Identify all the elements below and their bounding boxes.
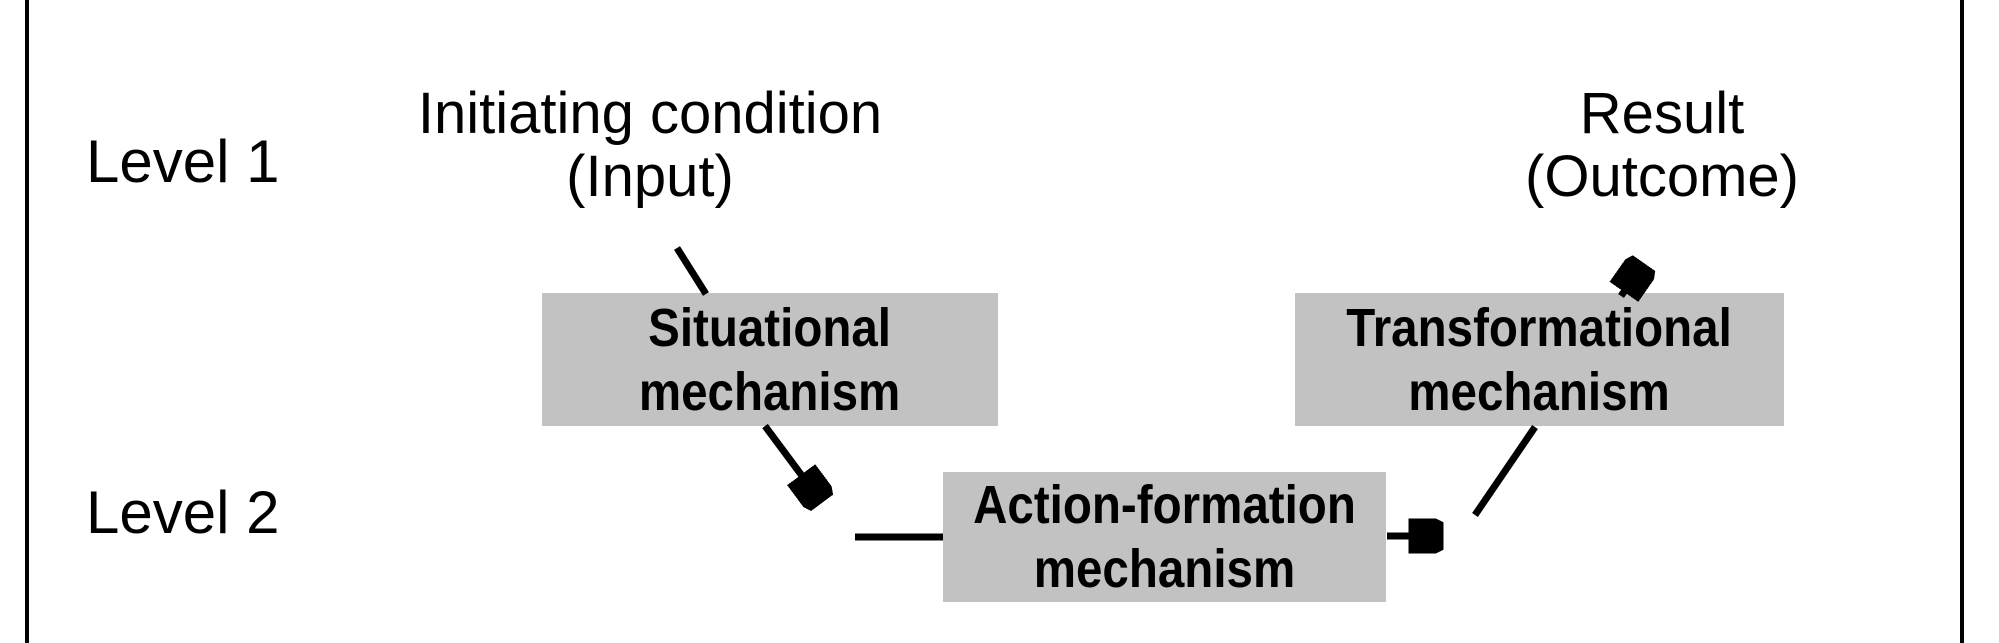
arrow-transformational-to-result xyxy=(1621,266,1642,296)
situational-line2: mechanism xyxy=(639,361,901,422)
line-to-transformational xyxy=(1472,425,1538,517)
transformational-line2: mechanism xyxy=(1408,361,1671,422)
result-line1: Result xyxy=(1579,81,1745,146)
situational-line1: Situational xyxy=(648,297,892,358)
result-outcome-label: Result (Outcome) xyxy=(1362,82,1962,208)
line-input-to-situational xyxy=(674,246,709,296)
arrow-situational-to-level2 xyxy=(762,423,820,500)
transformational-mechanism-box: Transformational mechanism xyxy=(1295,293,1784,426)
transformational-line1: Transformational xyxy=(1346,297,1733,358)
initiating-condition-label: Initiating condition (Input) xyxy=(350,82,950,208)
level-2-label: Level 2 xyxy=(86,479,280,546)
action-formation-line1: Action-formation xyxy=(973,475,1356,535)
action-formation-mechanism-box: Action-formation mechanism xyxy=(943,472,1386,602)
situational-mechanism-text: Situational mechanism xyxy=(639,296,900,424)
action-formation-mechanism-text: Action-formation mechanism xyxy=(973,473,1356,601)
figure-left-border xyxy=(25,0,29,643)
situational-mechanism-box: Situational mechanism xyxy=(542,293,998,426)
result-line2: (Outcome) xyxy=(1525,144,1799,209)
level-1-label: Level 1 xyxy=(86,128,280,195)
action-formation-line2: mechanism xyxy=(1033,539,1296,599)
transformational-mechanism-text: Transformational mechanism xyxy=(1347,296,1733,424)
initiating-condition-line2: (Input) xyxy=(566,144,734,209)
initiating-condition-line1: Initiating condition xyxy=(417,81,883,146)
figure-right-border xyxy=(1960,0,1964,643)
